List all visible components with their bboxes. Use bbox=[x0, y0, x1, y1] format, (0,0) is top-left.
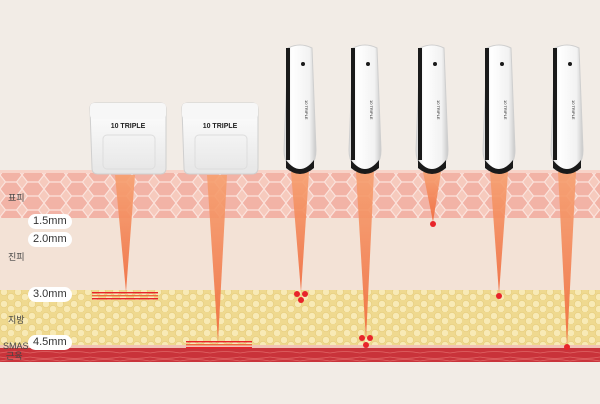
cartridge-beams bbox=[92, 175, 252, 349]
label-epidermis: 표피 bbox=[8, 193, 25, 203]
focal-line-4-5mm bbox=[186, 341, 252, 349]
muscle-layer bbox=[0, 348, 600, 362]
pen-device-1: 10 TRIPLE bbox=[283, 44, 317, 174]
label-dermis: 진피 bbox=[8, 252, 25, 262]
pen-brand-4: 10 TRIPLE bbox=[503, 100, 508, 120]
pen-brand-1: 10 TRIPLE bbox=[304, 100, 309, 120]
cartridge-device-1: 10 TRIPLE bbox=[89, 102, 167, 175]
label-smas: SMAS bbox=[3, 341, 29, 351]
pen-brand-5: 10 TRIPLE bbox=[571, 100, 576, 120]
pen-device-2: 10 TRIPLE bbox=[348, 44, 382, 174]
beam-cartridge-2 bbox=[207, 175, 227, 342]
cartridge-brand-1: 10 TRIPLE bbox=[111, 123, 146, 130]
depth-marker-3-0mm: 3.0mm bbox=[28, 287, 72, 302]
pen-device-3: 10 TRIPLE bbox=[415, 44, 449, 174]
cartridge-brand-2: 10 TRIPLE bbox=[203, 123, 238, 130]
pen-brand-3: 10 TRIPLE bbox=[436, 100, 441, 120]
smas-line bbox=[0, 345, 600, 348]
pen-device-4: 10 TRIPLE bbox=[482, 44, 516, 174]
cartridge-device-2: 10 TRIPLE bbox=[181, 102, 259, 175]
pen-device-5: 10 TRIPLE bbox=[550, 44, 584, 174]
focal-line-3mm bbox=[92, 292, 158, 300]
focal-points bbox=[294, 221, 570, 350]
beam-cartridge-1 bbox=[115, 175, 135, 292]
label-fat: 지방 bbox=[8, 315, 25, 325]
depth-marker-2-0mm: 2.0mm bbox=[28, 232, 72, 247]
depth-marker-4-5mm: 4.5mm bbox=[28, 335, 72, 350]
depth-marker-1-5mm: 1.5mm bbox=[28, 214, 72, 229]
pen-brand-2: 10 TRIPLE bbox=[369, 100, 374, 120]
pen-beams bbox=[291, 172, 576, 346]
label-muscle: 근육 bbox=[6, 351, 23, 361]
